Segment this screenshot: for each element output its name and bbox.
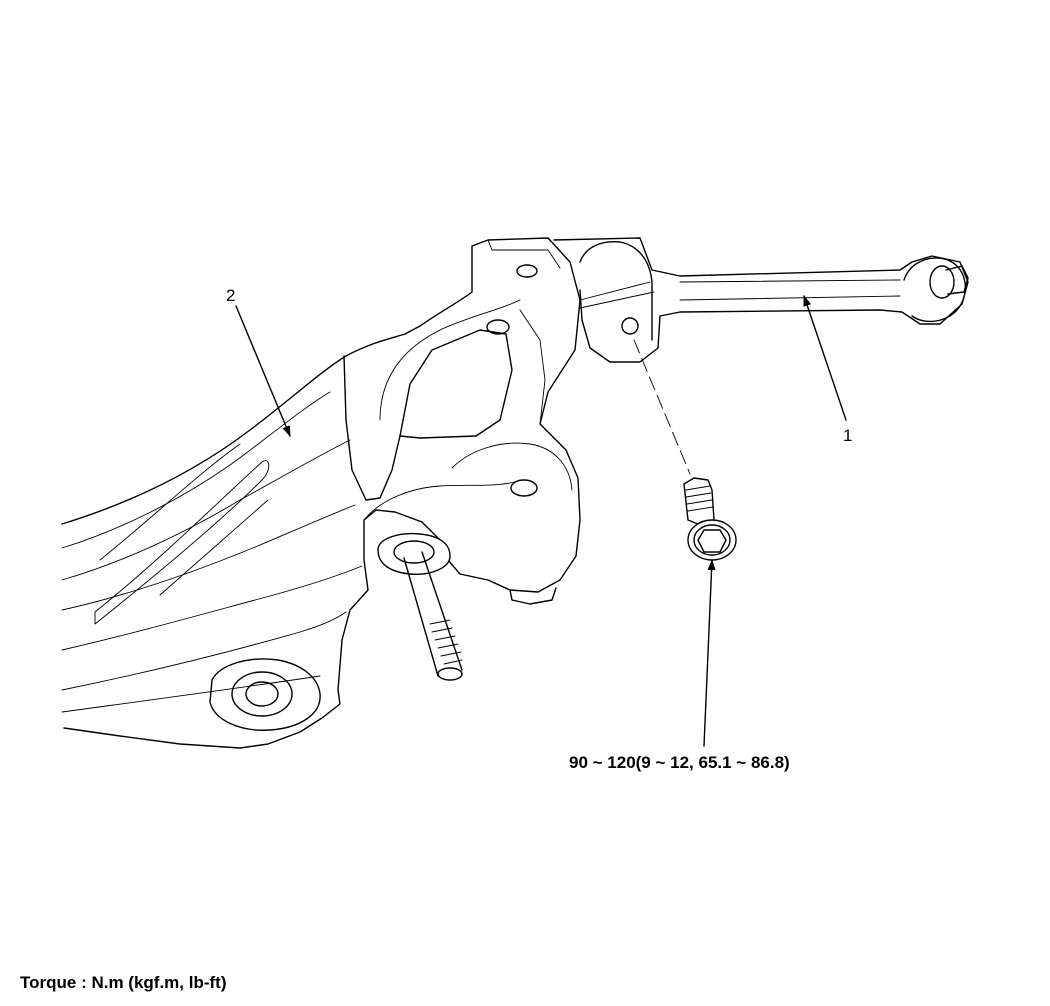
crossmember-outline (61, 237, 581, 749)
stud-bolt (377, 532, 463, 681)
torque-units-legend: Torque : N.m (kgf.m, lb-ft) (20, 973, 227, 992)
leader-line-torque (703, 559, 716, 747)
leader-line-part-1 (803, 295, 847, 421)
callout-part-1: 1 (843, 426, 853, 445)
callout-part-2: 2 (226, 286, 236, 305)
link-arm (553, 237, 969, 363)
leader-line-part-2 (235, 305, 291, 437)
flange-bolt (683, 477, 737, 561)
torque-spec-label: 90 ~ 120(9 ~ 12, 65.1 ~ 86.8) (569, 753, 790, 772)
install-guide-line (633, 339, 691, 475)
